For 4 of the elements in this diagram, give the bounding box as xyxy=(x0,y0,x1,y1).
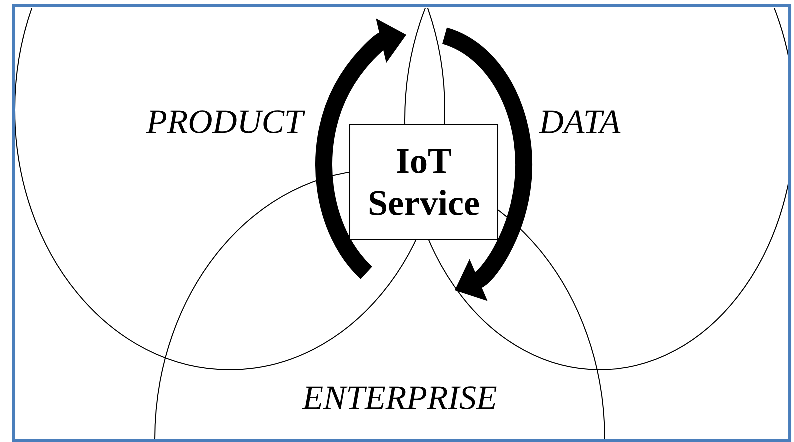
circle-label: ENTERPRISE xyxy=(302,386,497,410)
circle-label: DATA xyxy=(539,110,621,134)
service-box: IoT Service xyxy=(350,124,498,240)
circle-label: PRODUCT xyxy=(146,110,306,134)
